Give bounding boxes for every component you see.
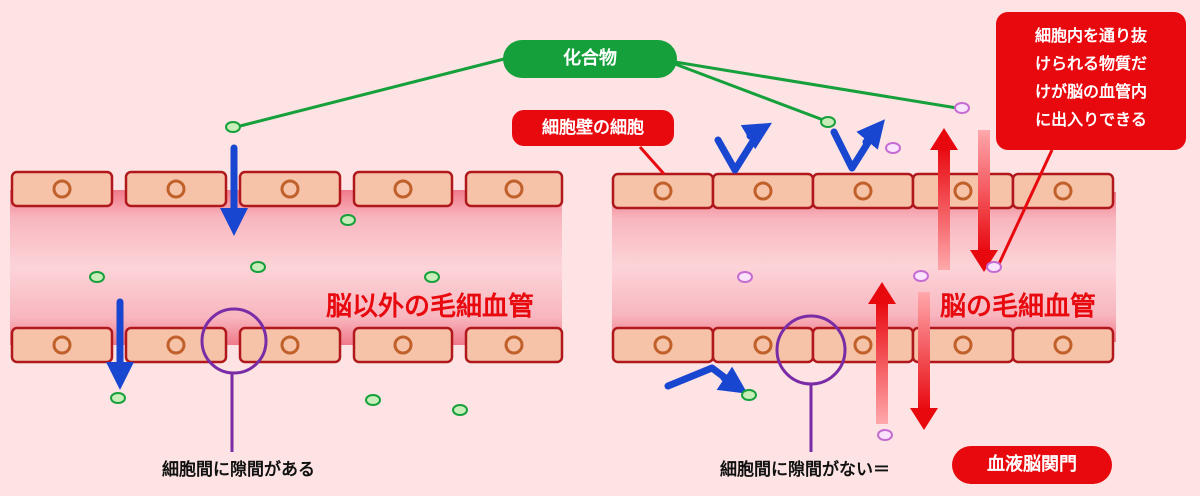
cell xyxy=(10,170,114,208)
molecule xyxy=(452,404,468,416)
nucleus xyxy=(953,181,973,201)
gap-present-caption: 細胞間に隙間がある xyxy=(162,460,315,480)
gap-absent-caption: 細胞間に隙間がない＝ xyxy=(720,460,890,480)
nucleus xyxy=(1053,335,1073,355)
nucleus xyxy=(953,335,973,355)
nucleus xyxy=(393,335,413,355)
cell xyxy=(238,326,342,364)
nucleus xyxy=(166,179,186,199)
molecule xyxy=(340,214,356,226)
cell xyxy=(352,170,454,208)
molecule xyxy=(365,394,381,406)
cell-label-leader xyxy=(638,146,666,175)
cell xyxy=(464,326,564,364)
molecule xyxy=(885,142,901,154)
nucleus xyxy=(504,335,524,355)
nucleus xyxy=(280,335,300,355)
compound-leader-lines xyxy=(239,56,958,128)
cell xyxy=(464,170,564,208)
explanation-line-3: けが脳の血管内 xyxy=(1034,82,1147,101)
nucleus xyxy=(504,179,524,199)
bottom-cell-row xyxy=(10,326,564,364)
molecule xyxy=(225,121,241,133)
compound-label: 化合物 xyxy=(503,40,677,78)
nucleus xyxy=(853,335,873,355)
vessel-other-label: 脳以外の毛細血管 xyxy=(326,292,535,322)
molecule xyxy=(741,389,757,401)
cell xyxy=(124,170,228,208)
cell xyxy=(811,326,915,364)
molecule xyxy=(250,261,266,273)
arrow-down-1 xyxy=(978,130,990,252)
cell xyxy=(811,172,915,210)
cell xyxy=(711,326,815,364)
molecule xyxy=(954,102,970,114)
leader-line xyxy=(674,62,827,123)
explanation-leader xyxy=(996,149,1054,267)
nucleus xyxy=(166,335,186,355)
nucleus xyxy=(52,179,72,199)
blue-arrows xyxy=(106,119,885,394)
explanation-box: 細胞内を通り抜 けられる物質だ けが脳の血管内 に出入りできる xyxy=(996,12,1186,150)
cell xyxy=(352,326,454,364)
cell xyxy=(711,172,815,210)
cell-wall-label: 細胞壁の細胞 xyxy=(512,110,674,146)
nucleus xyxy=(653,335,673,355)
nucleus xyxy=(753,181,773,201)
nucleus xyxy=(52,335,72,355)
explanation-line-1: 細胞内を通り抜 xyxy=(1034,26,1147,45)
nucleus xyxy=(853,181,873,201)
vessel-other xyxy=(10,170,564,364)
molecule xyxy=(424,271,440,283)
explanation-line-4: に出入りできる xyxy=(1035,110,1147,129)
vessel-lumen xyxy=(10,190,562,345)
pink-molecules xyxy=(737,102,1002,441)
cell xyxy=(911,172,1015,210)
cell xyxy=(1011,326,1115,364)
gap-circle-left xyxy=(200,307,268,375)
green-molecules xyxy=(89,116,836,416)
molecule xyxy=(877,429,893,441)
cell xyxy=(124,326,228,364)
leader-line xyxy=(674,60,958,110)
molecule xyxy=(986,261,1002,273)
cell xyxy=(611,172,715,210)
bottom-cell-row xyxy=(611,326,1115,364)
gap-highlights xyxy=(200,307,847,452)
top-cell-row xyxy=(10,170,564,208)
nucleus xyxy=(280,179,300,199)
vessel-brain xyxy=(611,172,1116,364)
molecule xyxy=(820,116,836,128)
vessel-lumen xyxy=(612,192,1116,342)
vessel-brain-label: 脳の毛細血管 xyxy=(940,292,1097,322)
molecule xyxy=(110,392,126,404)
cell xyxy=(611,326,715,364)
molecule xyxy=(913,270,929,282)
molecule xyxy=(737,271,753,283)
molecule xyxy=(89,271,105,283)
leader-line xyxy=(239,56,509,128)
nucleus xyxy=(753,335,773,355)
nucleus xyxy=(393,179,413,199)
cell xyxy=(10,326,114,364)
arrow-up-1 xyxy=(938,148,950,270)
explanation-line-2: けられる物質だ xyxy=(1034,54,1147,73)
bbb-label: 血液脳関門 xyxy=(952,446,1112,484)
arrow-down-2 xyxy=(918,292,930,410)
cell xyxy=(238,170,342,208)
nucleus xyxy=(653,181,673,201)
red-transport-arrows xyxy=(868,128,998,430)
arrow-up-2 xyxy=(876,302,888,424)
nucleus xyxy=(1053,181,1073,201)
